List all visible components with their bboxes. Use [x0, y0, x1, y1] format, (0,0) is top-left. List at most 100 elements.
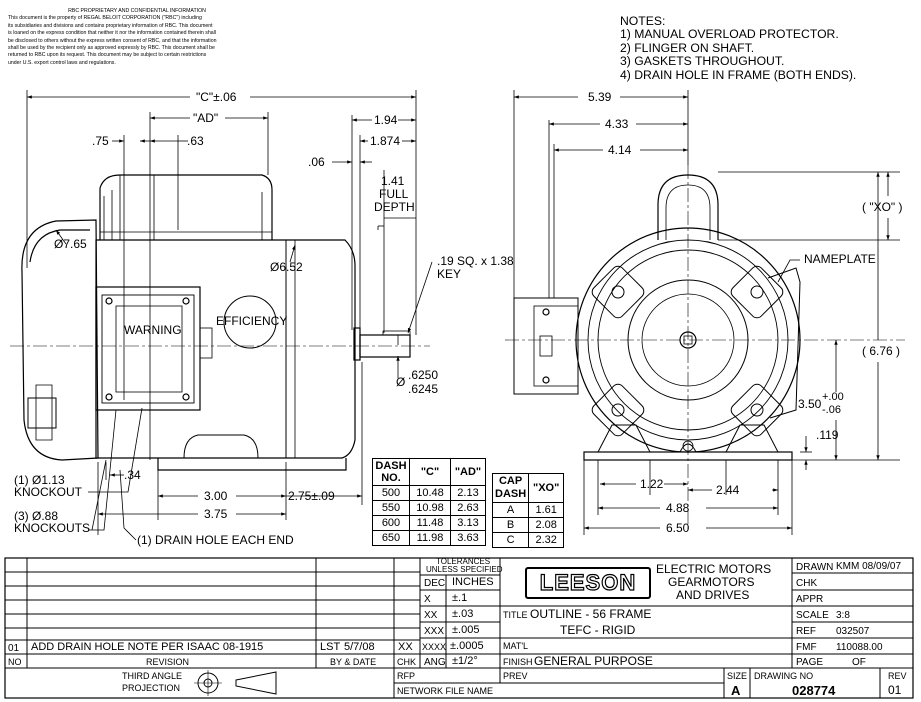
knockout-3-size: (3) Ø.88 [14, 509, 59, 523]
dim-244: 2.44 [716, 483, 740, 497]
cap-header-xo: "XO" [528, 473, 565, 503]
tol-inches: INCHES [452, 576, 494, 588]
dim-414: 4.14 [608, 143, 632, 157]
rfp-label: RFP [397, 671, 415, 681]
tol-ang-label: ANG [424, 657, 446, 668]
appr-label: APPR [796, 594, 824, 605]
dim-488: 4.88 [666, 501, 690, 515]
title-line-1: OUTLINE - 56 FRAME [530, 607, 652, 621]
chk-col-label: CHK [397, 657, 417, 667]
key-label: KEY [437, 267, 462, 281]
note-item: 3) GASKETS THROUGHOUT. [620, 54, 785, 69]
size-label: SIZE [727, 671, 748, 681]
dash-table: DASH NO. "C" "AD" 500 10.48 2.13 550 10.… [372, 458, 486, 546]
side-view [10, 174, 430, 471]
network-file-label: NETWORK FILE NAME [397, 686, 494, 696]
shaft-dia-min: .6245 [408, 382, 439, 396]
dim-0119: .119 [816, 428, 839, 442]
dim-194: 1.94 [374, 113, 398, 127]
revision-col-label: REVISION [146, 657, 190, 667]
drawing-no-value: 028774 [792, 683, 836, 698]
nameplate-label: NAMEPLATE [804, 252, 876, 266]
tol-xx-label: XX [424, 610, 438, 621]
cap-header-dash: CAP DASH [491, 473, 530, 503]
efficiency-label: EFFICIENCY [216, 314, 288, 328]
title-block-grid [4, 557, 914, 699]
tol-xx-value: ±.03 [452, 608, 474, 620]
dash-cell: 10.98 [409, 500, 451, 516]
shaft-dia-max: .6250 [408, 368, 439, 382]
company-line-3: AND DRIVES [676, 588, 750, 602]
dim-c: "C"±.06 [196, 90, 237, 104]
dash-cell: 550 [372, 500, 410, 516]
key-size: .19 SQ. x 1.38 [437, 254, 514, 268]
proprietary-line: be disclosed to others without the expre… [8, 37, 217, 44]
matl-label: MAT'L [503, 641, 529, 651]
prev-label: PREV [503, 671, 528, 681]
cap-cell: 2.32 [528, 532, 565, 548]
table-row: C 2.32 [491, 532, 565, 548]
cap-table: CAP DASH "XO" A 1.61 B 2.08 C 2.32 [491, 473, 565, 548]
drain-hole-note: (1) DRAIN HOLE EACH END [137, 533, 294, 547]
proprietary-notice: RBC PROPRIETARY AND CONFIDENTIAL INFORMA… [8, 8, 266, 67]
rev-row-date: 5/7/08 [344, 641, 375, 653]
dim-122: 1.22 [640, 477, 664, 491]
tol-xxx-value: ±.005 [452, 624, 480, 636]
proprietary-line: under U.S. export control laws and regul… [8, 59, 116, 66]
table-row: 650 11.98 3.63 [372, 530, 486, 546]
table-row: 550 10.98 2.63 [372, 500, 486, 516]
cap-cell: A [491, 502, 530, 518]
table-row: B 2.08 [491, 517, 565, 533]
tol-x-value: ±.1 [452, 592, 468, 604]
dim-063: .63 [187, 134, 204, 148]
finish-value: GENERAL PURPOSE [534, 654, 653, 668]
dim-141: 1.41 [381, 174, 405, 188]
knockout-3-label: KNOCKOUTS [14, 521, 91, 535]
dim-350-tol-minus: -.06 [822, 404, 841, 416]
drawn-value: KMM 08/09/07 [836, 561, 902, 572]
cap-cell: B [491, 517, 530, 533]
table-row: 600 11.48 3.13 [372, 515, 486, 531]
dim-275: 2.75±.09 [288, 489, 335, 503]
knockout-1-label: KNOCKOUT [14, 485, 83, 499]
table-row: 500 10.48 2.13 [372, 485, 486, 501]
dim-034: .34 [124, 468, 141, 482]
tolerances-heading: TOLERANCES [436, 557, 491, 566]
tol-xxxx-label: XXXX [422, 642, 447, 652]
tol-x-label: X [424, 594, 431, 605]
dim-ad: "AD" [193, 111, 219, 125]
tol-xxx-label: XXX [424, 626, 445, 637]
size-value: A [731, 683, 741, 698]
dash-cell: 600 [372, 515, 410, 531]
dash-cell: 10.48 [409, 485, 451, 501]
title-label: TITLE [503, 610, 528, 620]
dim-300: 3.00 [204, 489, 228, 503]
tol-xxxx-value: ±.0005 [450, 640, 484, 652]
scale-value: 3:8 [836, 610, 850, 621]
fmf-value: 110088.00 [836, 642, 883, 653]
dash-cell: 3.63 [450, 530, 486, 546]
rev-row-text: ADD DRAIN HOLE NOTE PER ISAAC 08-1915 [31, 641, 264, 653]
dash-cell: 500 [372, 485, 410, 501]
notes-block: NOTES: 1) MANUAL OVERLOAD PROTECTOR. 2) … [620, 14, 856, 82]
finish-label: FINISH [503, 657, 533, 667]
proprietary-line: This document is the property of REGAL B… [8, 15, 202, 22]
tol-ang-value: ±1/2° [452, 655, 478, 667]
note-item: 2) FLINGER ON SHAFT. [620, 40, 755, 55]
cap-cell: 2.08 [528, 517, 565, 533]
tol-dec-label: DEC [424, 578, 446, 589]
proprietary-heading: RBC PROPRIETARY AND CONFIDENTIAL INFORMA… [68, 8, 206, 14]
scale-label: SCALE [796, 610, 829, 621]
dim-dia-652: Ø6.52 [270, 260, 303, 274]
dim-539: 5.39 [588, 90, 612, 104]
dim-650: 6.50 [666, 521, 690, 535]
company-line-2: GEARMOTORS [668, 575, 755, 589]
dim-1874: 1.874 [370, 134, 401, 148]
dimension-lines [26, 90, 900, 541]
shaft-dia-symbol: Ø [396, 375, 406, 389]
dim-676: ( 6.76 ) [862, 344, 901, 358]
rev-value: 01 [888, 683, 902, 697]
dim-dia-765: Ø7.65 [54, 237, 87, 251]
cap-cell: C [491, 532, 530, 548]
